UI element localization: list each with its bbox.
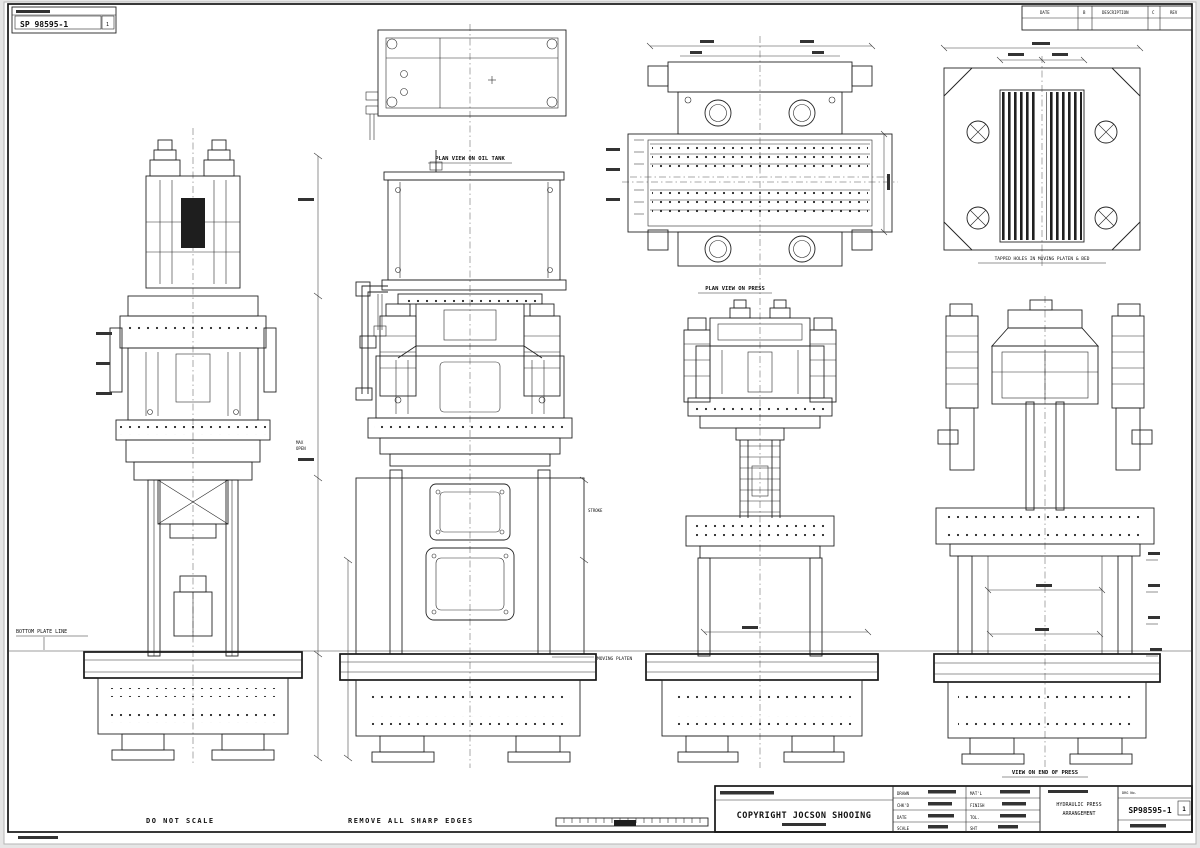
dim-stroke-label: STROKE [588, 508, 603, 513]
info-grid: DRAWN CHK'D DATE SCALE MAT'L FINISH TOL.… [893, 786, 1040, 832]
press-plan-caption: PLAN VIEW ON PRESS [705, 286, 765, 292]
drawing-title-line2: ARRANGEMENT [1062, 811, 1095, 817]
field-date: DATE [897, 815, 907, 820]
paper-sheet [3, 1, 1197, 845]
oil-tank-plan: PLAN VIEW ON OIL TANK [365, 29, 567, 164]
dim-max-label: MAX [296, 440, 304, 445]
title-cell: HYDRAULIC PRESS ARRANGEMENT [1048, 790, 1102, 817]
moving-platen-callout: MOVING PLATEN [552, 656, 633, 662]
remove-sharp-edges-note: REMOVE ALL SHARP EDGES [348, 817, 474, 825]
moving-platen-label: MOVING PLATEN [597, 656, 633, 662]
rev-col-chk: C [1152, 10, 1155, 15]
view-front-elevation: PLAN VIEW ON OIL TANK [296, 24, 633, 768]
field-scale: SCALE [897, 826, 910, 831]
view-plan-press: PLAN VIEW ON PRESS [606, 36, 898, 296]
platen-pattern-caption: TAPPED HOLES IN MOVING PLATEN & BED [995, 256, 1090, 262]
field-tol: TOL. [970, 815, 980, 820]
rev-col-by: B [1083, 10, 1086, 15]
view-end-elevation: VIEW ON END OF PRESS [933, 296, 1162, 778]
bottom-plate-line-label: BOTTOM PLATE LINE [16, 629, 67, 635]
view-platen-pattern: TAPPED HOLES IN MOVING PLATEN & BED [940, 42, 1144, 268]
dim-open-label: OPEN [296, 446, 306, 451]
copyright-text: COPYRIGHT JOCSON SHOOING [737, 811, 872, 821]
tank-plan-caption: PLAN VIEW ON OIL TANK [435, 156, 505, 162]
drg-no-label: DRG No. [1122, 791, 1137, 795]
scale-bar [555, 817, 709, 827]
view-rear-elevation [645, 298, 879, 768]
drawing-number: SP98595-1 [1128, 806, 1172, 815]
corner-rev: 1 [106, 22, 109, 28]
drawing-rev: 1 [1182, 806, 1186, 813]
revision-table: DATE B DESCRIPTION C REV [1021, 5, 1193, 31]
corner-number-box: SP 98595-1 1 [11, 6, 117, 34]
bottom-plate-datum: BOTTOM PLATE LINE [8, 629, 1192, 652]
rev-col-rev: REV [1170, 10, 1178, 15]
crown-assembly-front [367, 293, 573, 467]
border-frame [7, 3, 1193, 839]
corner-drawing-number: SP 98595-1 [20, 20, 68, 29]
field-drawn: DRAWN [897, 791, 910, 796]
dimension-lines-front: MAX OPEN STROKE [296, 152, 603, 762]
drawing-title-line1: HYDRAULIC PRESS [1056, 802, 1101, 808]
rev-col-date: DATE [1040, 10, 1050, 15]
field-matl: MAT'L [970, 791, 983, 796]
bottom-notes: DO NOT SCALE REMOVE ALL SHARP EDGES [146, 817, 474, 825]
drawing-number-cell: DRG No. SP98595-1 1 [1118, 791, 1192, 828]
view-left-elevation [83, 128, 303, 766]
bed-base-front [339, 653, 597, 763]
field-chkd: CHK'D [897, 803, 910, 808]
copyright-cell: COPYRIGHT JOCSON SHOOING [715, 791, 893, 826]
do-not-scale-note: DO NOT SCALE [146, 817, 215, 825]
field-finish: FINISH [970, 803, 985, 808]
end-view-caption: VIEW ON END OF PRESS [1012, 770, 1078, 776]
title-block: COPYRIGHT JOCSON SHOOING DRAWN CHK'D DAT… [714, 785, 1193, 833]
oil-tank-elevation [355, 150, 567, 401]
rev-col-description: DESCRIPTION [1102, 10, 1129, 15]
field-sht: SHT [970, 826, 978, 831]
